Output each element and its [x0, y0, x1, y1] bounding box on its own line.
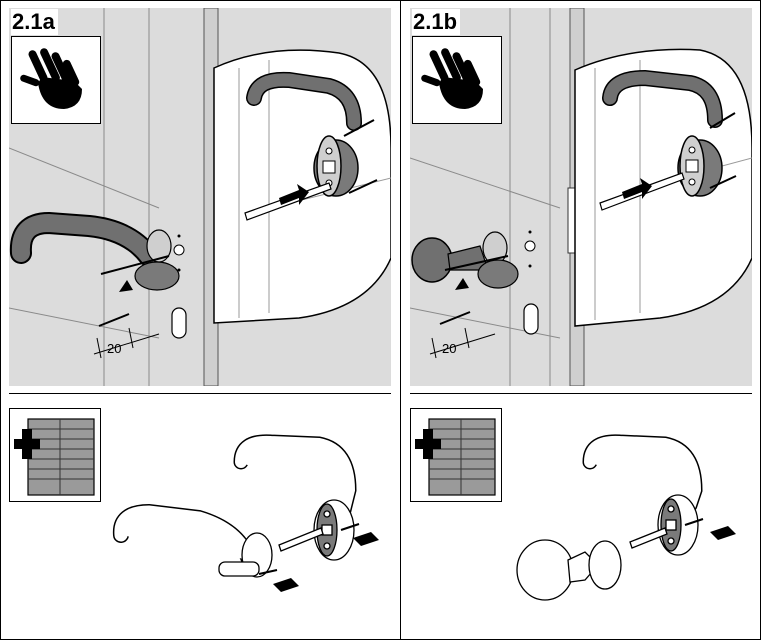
dimension-label-a: 20 [107, 341, 121, 356]
door-icon-box-a [9, 408, 101, 502]
panel-2-1a-top: 20 2.1a [9, 8, 391, 386]
horizontal-divider-left [9, 393, 391, 394]
vertical-divider [400, 0, 401, 640]
step-label-2-1b: 2.1b [412, 9, 461, 35]
door-icon-box-b [410, 408, 502, 502]
knob-assembly-drawing-b [516, 434, 736, 601]
panel-2-1b-bottom [410, 400, 752, 636]
horizontal-divider-right [410, 393, 752, 394]
hand-icon-box-b [412, 36, 502, 124]
dimension-label-b: 20 [442, 341, 456, 356]
panel-2-1a-bottom [9, 400, 391, 636]
handle-assembly-drawing-a [112, 434, 379, 592]
step-label-2-1a: 2.1a [11, 9, 58, 35]
hand-icon [20, 48, 82, 109]
door-handle-installation-illustration-a: 20 [9, 8, 391, 386]
hand-icon [421, 48, 483, 109]
hand-icon-box-a [11, 36, 101, 124]
panel-2-1b-top: 20 2.1b [410, 8, 752, 386]
add-door-panel-icon [14, 418, 95, 496]
add-door-panel-icon [415, 418, 496, 496]
